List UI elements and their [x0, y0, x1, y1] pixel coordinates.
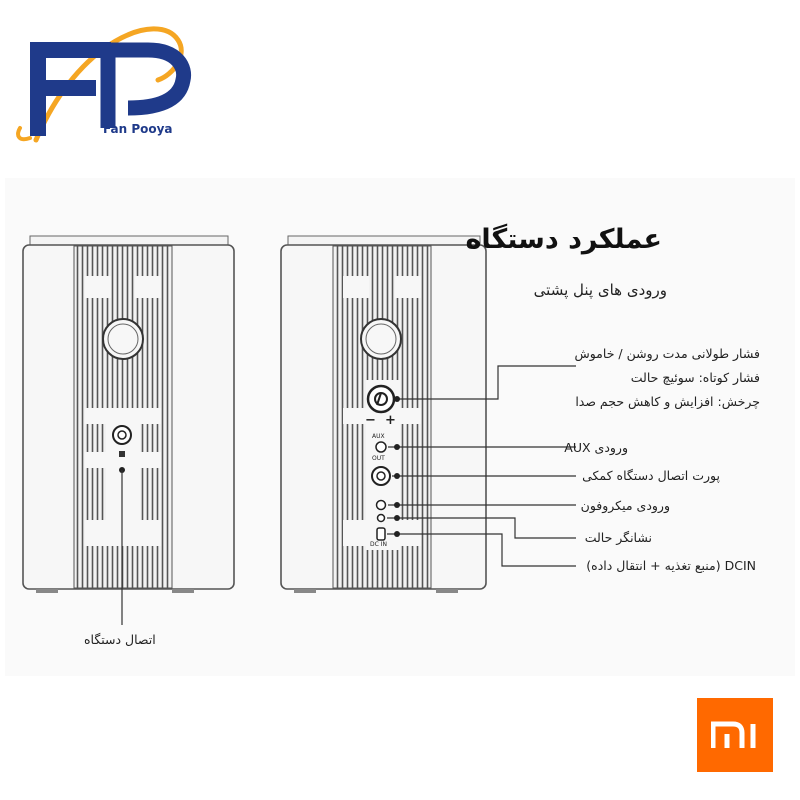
- button-notes: فشار طولانی مدت روشن / خاموش فشار کوتاه:…: [500, 342, 760, 414]
- volume-plus-label: +: [385, 413, 396, 428]
- left-speaker: [22, 235, 235, 625]
- port-label-out: OUT: [372, 455, 385, 462]
- callout-status: نشانگر حالت: [584, 530, 652, 545]
- fan-pooya-logo-icon: [16, 26, 192, 143]
- right-speaker: [280, 235, 487, 593]
- callout-dots: [394, 396, 400, 537]
- callout-aux-out: پورت اتصال دستگاه کمکی: [582, 468, 720, 483]
- callout-dcin: DCIN (منبع تغذیه + انتقال داده): [586, 558, 756, 573]
- note-rotate: چرخش: افزایش و کاهش حجم صدا: [575, 394, 760, 409]
- port-label-dcin: DC IN: [370, 541, 387, 548]
- logo-subtitle: Fan Pooya: [103, 122, 173, 136]
- callout-aux: ورودی AUX: [564, 440, 628, 455]
- note-short-press: فشار کوتاه: سوئیچ حالت: [630, 370, 760, 385]
- port-label-aux: AUX: [372, 433, 385, 440]
- mi-logo-icon: [697, 698, 773, 772]
- callout-connect: اتصال دستگاه: [84, 632, 156, 647]
- note-long-press: فشار طولانی مدت روشن / خاموش: [574, 346, 760, 361]
- callout-mic: ورودی میکروفون: [580, 498, 670, 513]
- volume-minus-label: −: [365, 413, 376, 428]
- callout-lines: [387, 365, 576, 567]
- page-subtitle: ورودی های پنل پشتی: [533, 281, 667, 299]
- page-title: عملکرد دستگاه: [465, 224, 662, 255]
